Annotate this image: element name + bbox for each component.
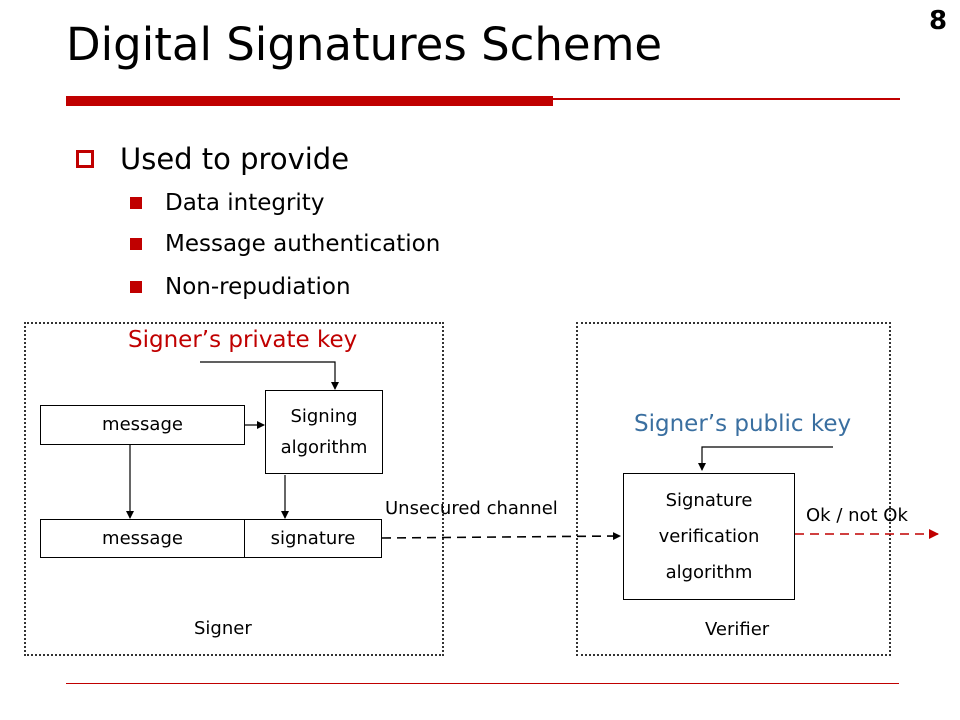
signature-label: signature [270, 527, 356, 549]
public-key-arrow [698, 446, 833, 471]
sub-bullet-item: Message authentication [130, 231, 440, 257]
verification-line-2: verification [658, 525, 760, 547]
verifier-frame [576, 322, 891, 656]
title-underline-thick [66, 96, 553, 106]
sub-bullet-item: Data integrity [130, 190, 324, 216]
square-bullet-icon [130, 281, 142, 293]
verifier-label: Verifier [705, 619, 770, 640]
verification-line-1: Signature [665, 489, 753, 511]
verification-algorithm-box: Signature verification algorithm [623, 473, 795, 600]
private-key-arrow [200, 361, 339, 390]
bullet-heading-text: Used to provide [120, 142, 350, 176]
verification-line-3: algorithm [665, 561, 753, 583]
sub-bullet-text: Message authentication [165, 231, 441, 257]
public-key-label: Signer’s public key [634, 411, 852, 437]
signing-algorithm-box: Signing algorithm [265, 390, 383, 474]
sub-bullet-text: Non-repudiation [165, 274, 351, 300]
message-label: message [102, 527, 183, 549]
message-label: message [102, 414, 183, 436]
title-underline-thin [553, 98, 900, 100]
sub-bullet-item: Non-repudiation [130, 274, 351, 300]
message-box-top: message [40, 405, 245, 445]
square-bullet-icon [130, 238, 142, 250]
sub-bullet-text: Data integrity [165, 190, 325, 216]
hollow-square-bullet-icon [76, 150, 94, 168]
message-box-bottom: message [40, 519, 245, 558]
square-bullet-icon [130, 197, 142, 209]
private-key-label: Signer’s private key [128, 327, 358, 353]
bullet-heading: Used to provide [76, 142, 349, 176]
signer-frame [24, 322, 444, 656]
unsecured-channel-arrow [381, 532, 621, 541]
slide-title: Digital Signatures Scheme [66, 18, 663, 71]
result-label: Ok / not Ok [806, 505, 908, 526]
signature-box: signature [244, 519, 382, 558]
slide-number: 8 [928, 6, 948, 36]
footer-rule [66, 683, 899, 684]
signer-label: Signer [194, 618, 252, 639]
unsecured-channel-label: Unsecured channel [385, 498, 558, 519]
signing-algorithm-line-1: Signing [290, 405, 358, 427]
signing-algorithm-line-2: algorithm [280, 437, 368, 458]
